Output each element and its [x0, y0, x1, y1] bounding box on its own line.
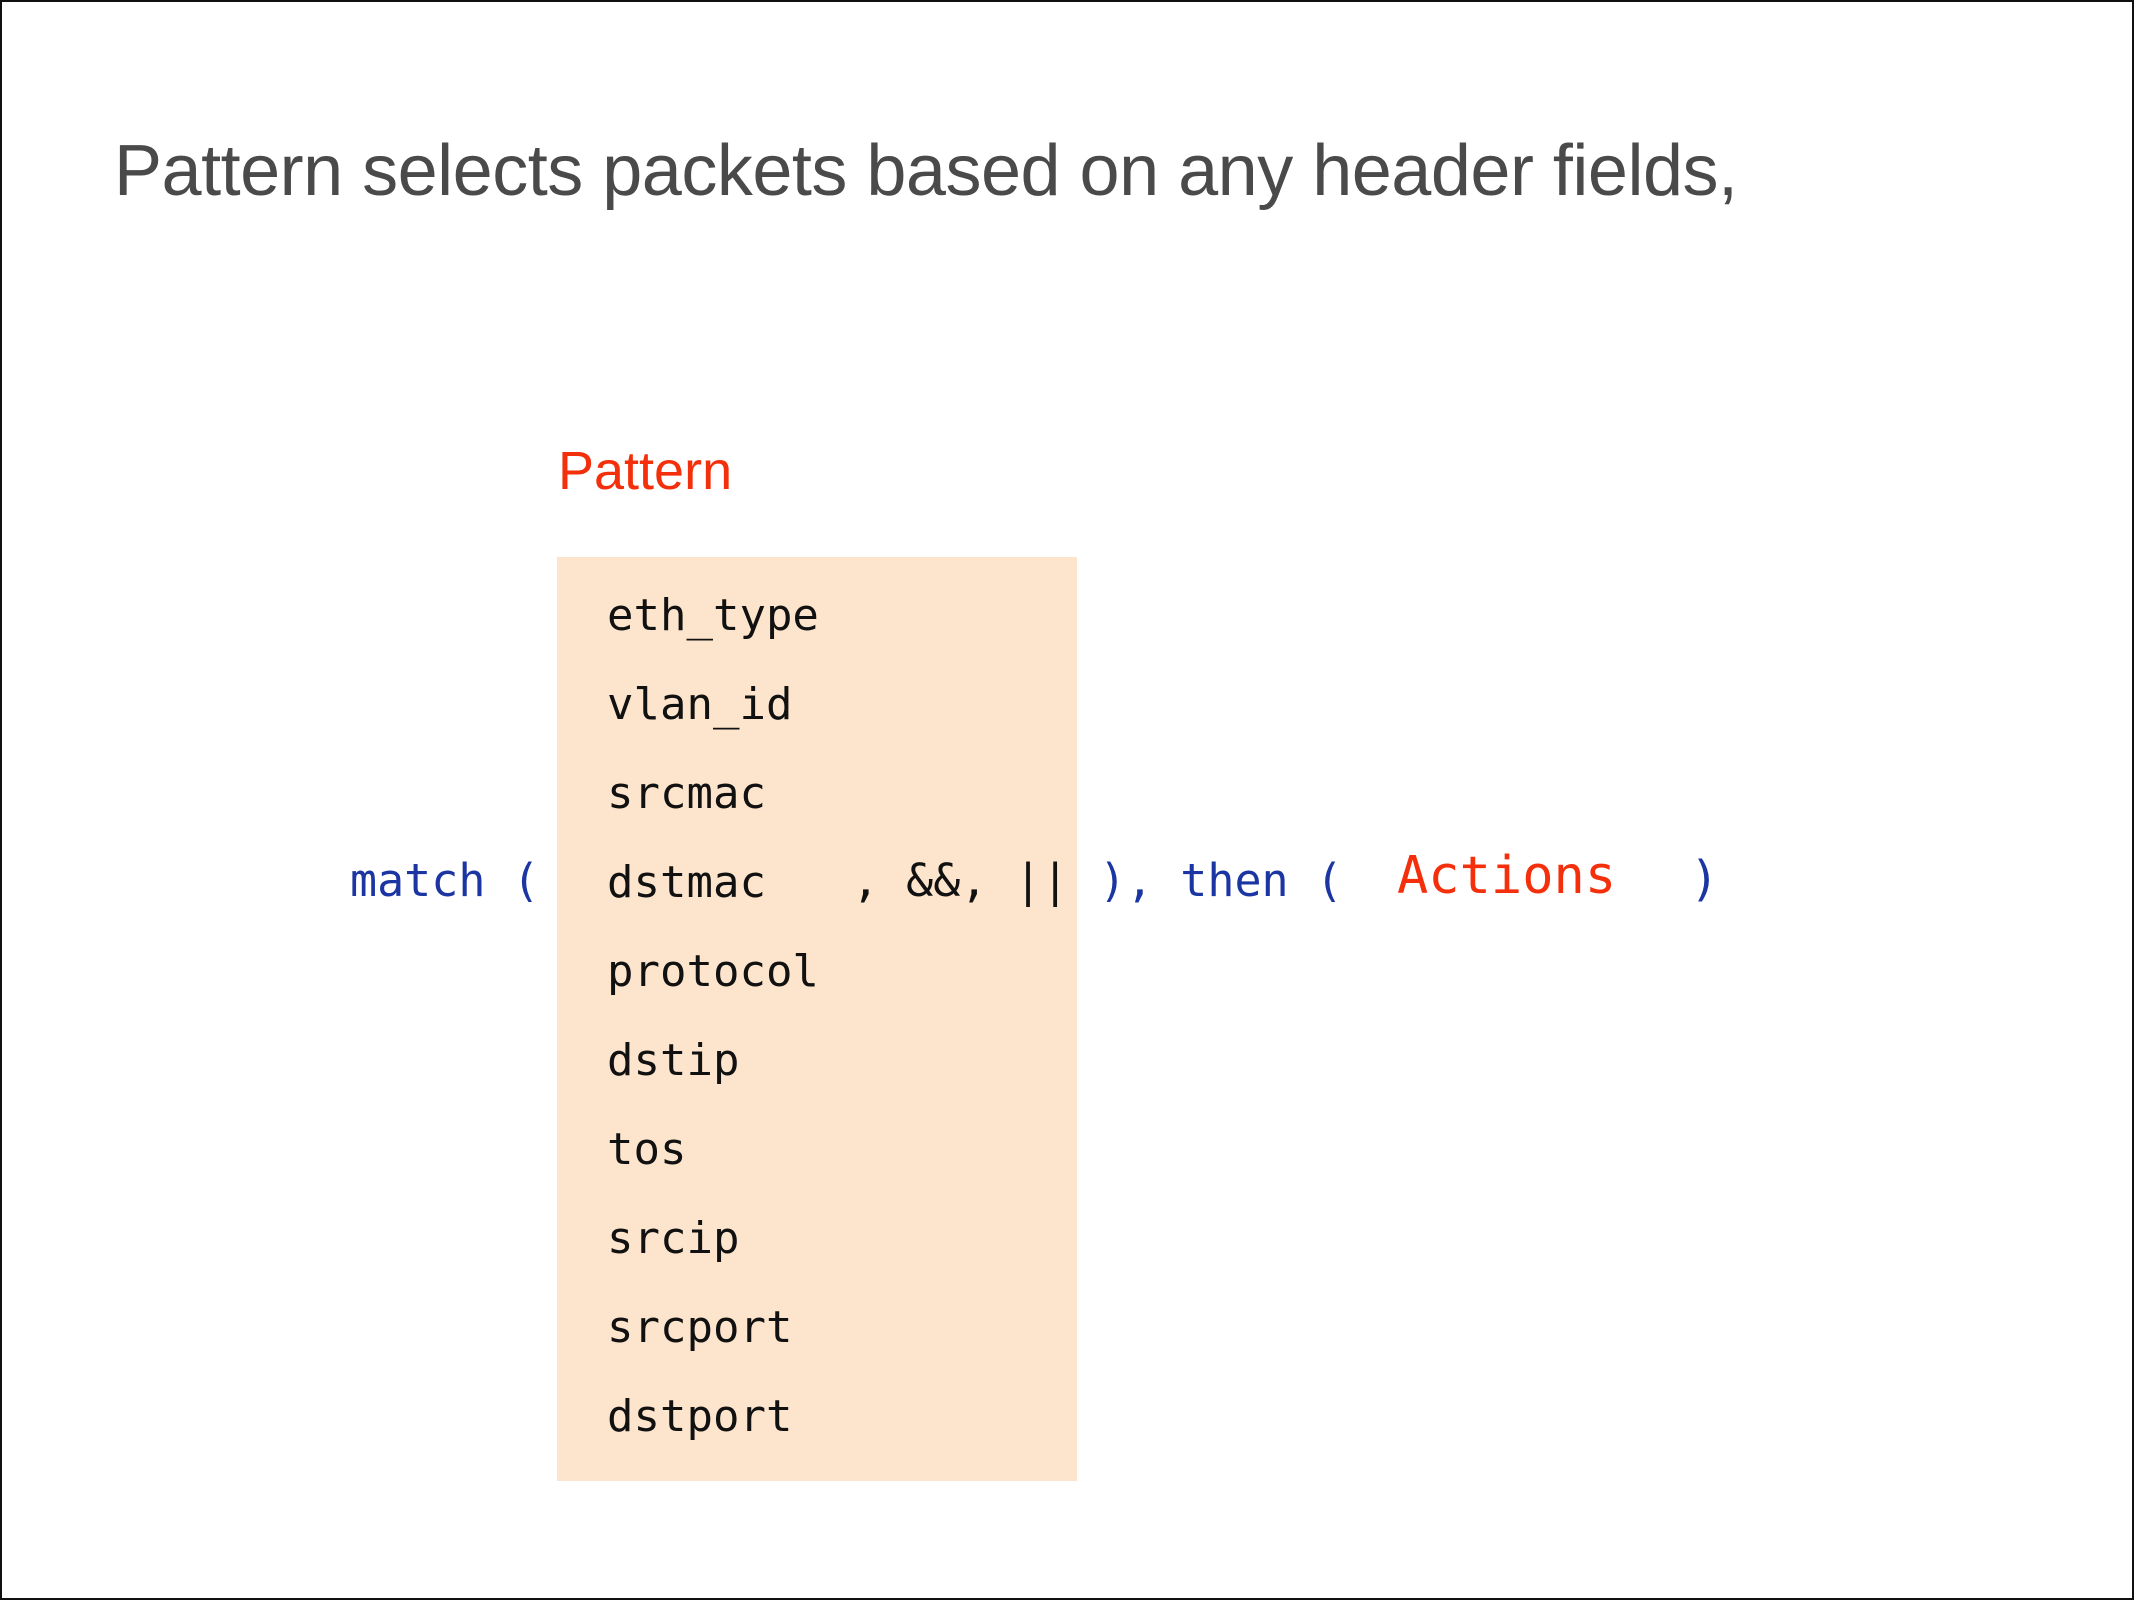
match-open-text: match ( — [350, 854, 540, 907]
pattern-label: Pattern — [558, 441, 733, 501]
close-paren-text: ) — [1690, 851, 1719, 907]
field-item: vlan_id — [607, 679, 793, 730]
slide-title: Pattern selects packets based on any hea… — [114, 131, 1738, 211]
field-item: eth_type — [607, 590, 819, 641]
field-item: srcmac — [607, 768, 766, 819]
then-open-text: ), then ( — [1099, 854, 1343, 907]
field-item: dstip — [607, 1035, 740, 1086]
field-item: dstmac — [607, 857, 766, 908]
field-item: protocol — [607, 946, 819, 997]
field-item: srcport — [607, 1302, 793, 1353]
field-item: tos — [607, 1124, 687, 1175]
field-item: srcip — [607, 1213, 740, 1264]
operators-text: , &&, || — [852, 854, 1069, 907]
actions-label: Actions — [1397, 846, 1617, 906]
field-item: dstport — [607, 1391, 793, 1442]
